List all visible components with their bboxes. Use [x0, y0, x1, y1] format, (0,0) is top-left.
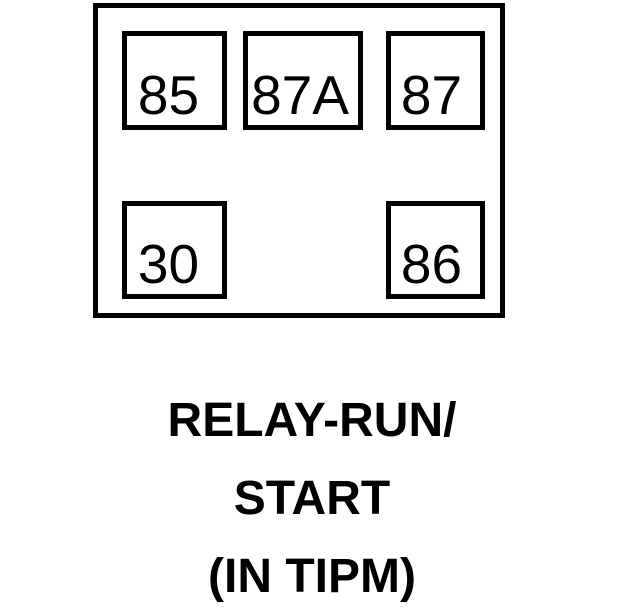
caption-line-3: (IN TIPM)	[208, 550, 416, 603]
terminal-box-85: 85	[122, 31, 227, 130]
terminal-box-87a: 87A	[243, 31, 363, 130]
terminal-label-85: 85	[137, 64, 200, 126]
terminal-label-86: 86	[400, 233, 463, 295]
caption-line-2: START	[233, 472, 391, 525]
diagram-canvas: 85 87A 87 30 86 RELAY-RUN/ START (IN TIP…	[93, 3, 505, 603]
relay-caption: RELAY-RUN/ START (IN TIPM)	[0, 382, 624, 616]
relay-outline: 85 87A 87 30 86	[93, 3, 505, 318]
terminal-label-30: 30	[137, 233, 200, 295]
terminal-label-87a: 87A	[251, 64, 349, 126]
terminal-box-86: 86	[386, 201, 485, 299]
terminal-box-87: 87	[386, 31, 485, 130]
caption-line-1: RELAY-RUN/	[167, 394, 457, 447]
terminal-box-30: 30	[122, 201, 227, 299]
terminal-label-87: 87	[400, 64, 463, 126]
